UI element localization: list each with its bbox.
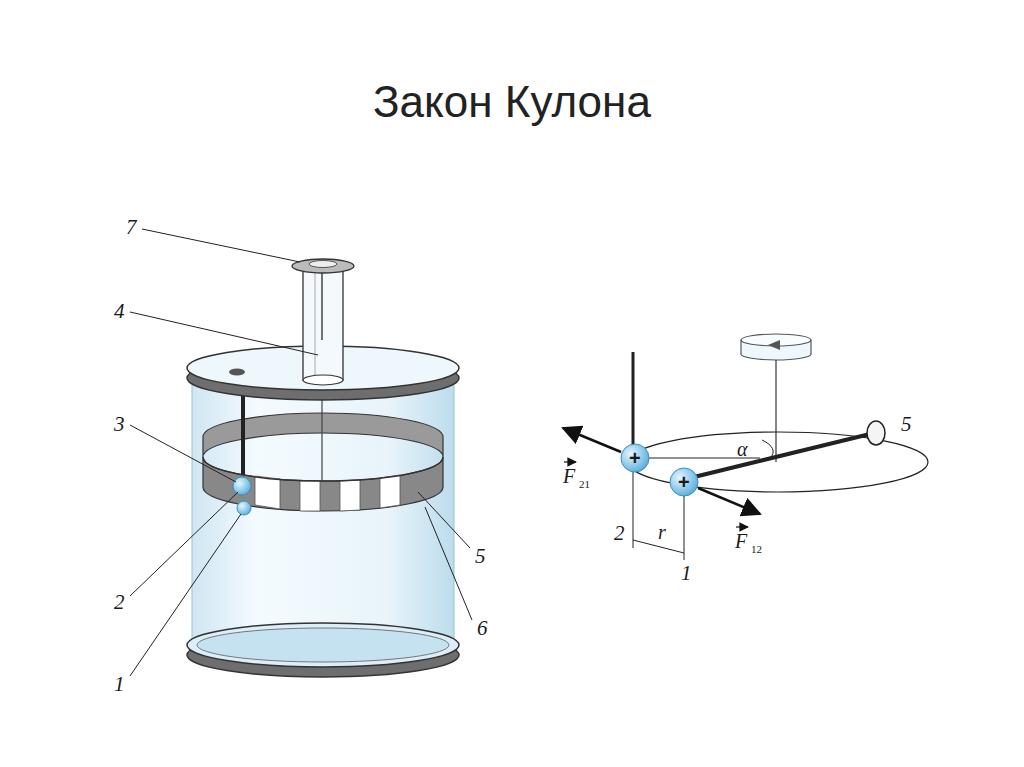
force-index: 12 — [751, 544, 762, 555]
callout-number: 2 — [614, 523, 625, 544]
callout-number: 7 — [126, 217, 137, 238]
callout-number: 1 — [681, 563, 692, 584]
callout-number: 5 — [475, 546, 486, 567]
angle-label: α — [737, 439, 748, 459]
distance-label: r — [658, 522, 666, 542]
callout-number: 2 — [114, 592, 125, 613]
slide-title: Закон Кулона — [373, 80, 651, 124]
charge-sign: + — [678, 472, 690, 492]
force-index: 21 — [579, 479, 590, 490]
force-label: F — [735, 531, 747, 551]
callout-number: 5 — [901, 414, 912, 435]
callout-number: 4 — [114, 301, 125, 322]
charge-sign: + — [629, 448, 641, 468]
callout-number: 3 — [114, 414, 125, 435]
callout-number: 6 — [477, 618, 488, 639]
force-label: F — [563, 466, 575, 486]
callout-number: 1 — [114, 674, 125, 695]
